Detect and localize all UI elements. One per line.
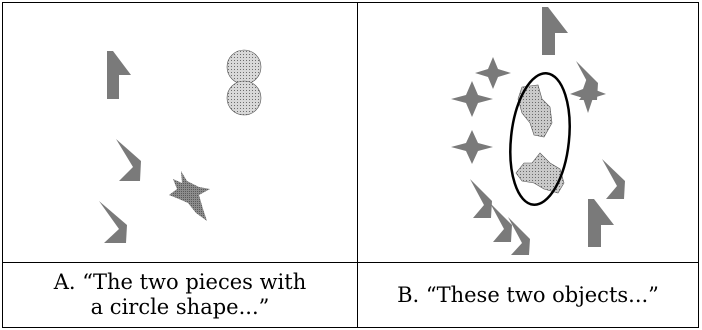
caption-divider — [3, 262, 698, 263]
caption-b: B. “These two objects...” — [358, 263, 698, 327]
chevron-piece — [508, 217, 530, 255]
caption-a-text: A. “The two pieces with a circle shape..… — [53, 270, 307, 319]
panel-b — [358, 3, 698, 262]
caption-b-text: B. “These two objects...” — [397, 282, 659, 307]
circle-piece-top — [226, 49, 262, 85]
star-piece — [451, 81, 493, 117]
panel-a — [3, 3, 357, 262]
star-piece — [451, 130, 493, 164]
chevron-piece — [116, 139, 141, 181]
circle-piece-bottom — [226, 80, 262, 116]
chevron-piece — [576, 61, 598, 100]
chevron-piece — [470, 179, 492, 218]
panel-b-scene — [451, 7, 625, 255]
chevron-piece — [490, 203, 512, 242]
chevron-piece — [602, 159, 625, 199]
blob-piece-bottom — [515, 152, 565, 194]
chevron-piece — [99, 201, 127, 243]
selection-ellipse — [509, 72, 571, 206]
caption-a: A. “The two pieces with a circle shape..… — [3, 263, 357, 327]
column-divider — [357, 3, 358, 327]
star-piece — [169, 171, 210, 221]
blob-piece-top — [517, 84, 553, 138]
star-piece — [475, 57, 511, 89]
flag-piece — [542, 7, 568, 55]
panel-a-scene — [99, 49, 262, 243]
flag-piece — [588, 199, 614, 247]
flag-piece — [107, 51, 131, 99]
